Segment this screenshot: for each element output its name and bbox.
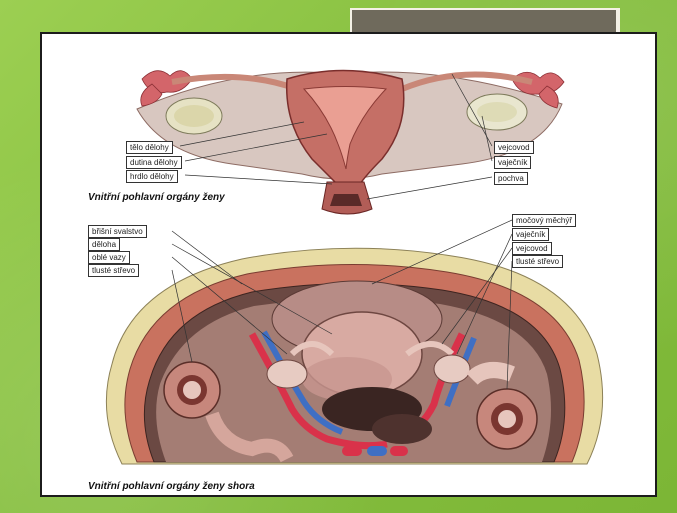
label-brisni-svalstvo: břišní svalstvo (88, 225, 147, 238)
label-mocovy-mechyr: močový měchýř (512, 214, 576, 227)
label-deloha: děloha (88, 238, 120, 251)
label-oble-vazy: oblé vazy (88, 251, 130, 264)
label-vejcovod-bottom: vejcovod (512, 242, 552, 255)
caption-bottom: Vnitřní pohlavní orgány ženy shora (88, 481, 255, 492)
label-tluste-strevo-left: tlusté střevo (88, 264, 139, 277)
image-frame: tělo dělohy dutina dělohy hrdlo dělohy v… (40, 32, 657, 497)
label-vajecnik-bottom: vaječník (512, 228, 549, 241)
label-tluste-strevo-right: tlusté střevo (512, 255, 563, 268)
